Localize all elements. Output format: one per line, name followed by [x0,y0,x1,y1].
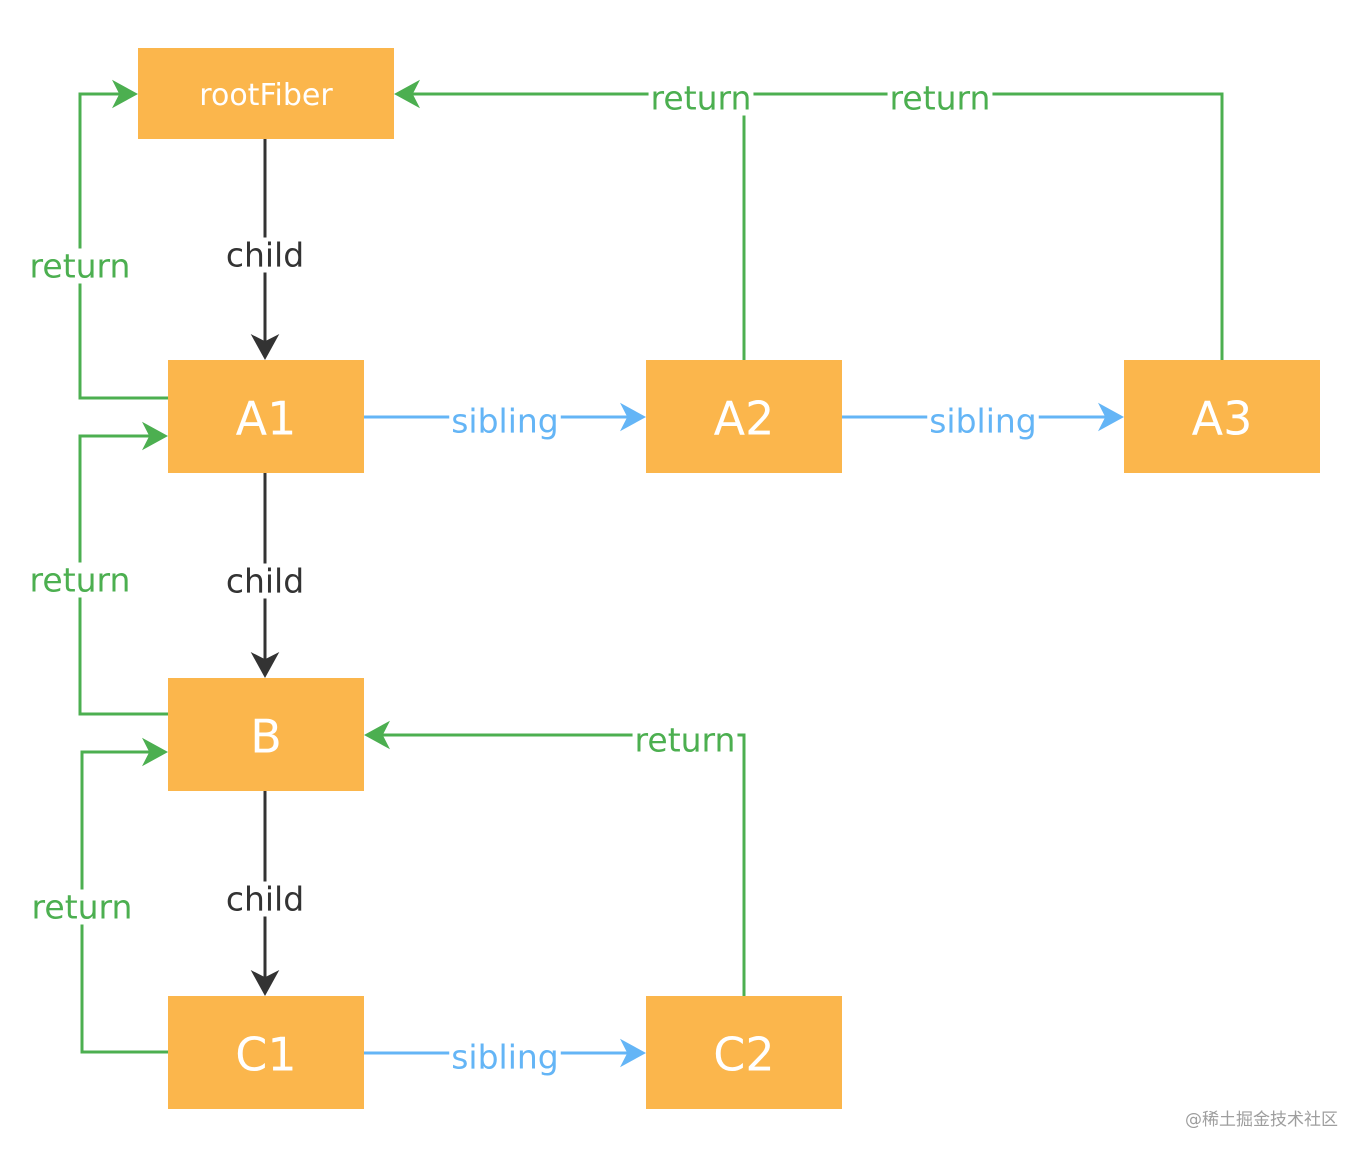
return-a1-root-label-bg [27,248,133,284]
child-b-c1-arrowhead [250,970,280,996]
child-root-a1-label: child [226,236,304,275]
return-c2-b-arrowhead [364,720,390,750]
sibling-c1-c2-label: sibling [451,1038,559,1077]
return-a1-root-arrowhead [112,79,138,109]
child-b-c1-label-bg [223,881,307,917]
node-C1: C1 [168,996,364,1109]
node-A3: A3 [1124,360,1320,473]
sibling-c1-c2-label-bg [449,1039,561,1075]
return-a2-root-arrowhead [394,79,420,109]
node-B-label: B [250,710,282,764]
node-A1: A1 [168,360,364,473]
child-root-a1-arrowhead [250,334,280,360]
node-A3-label: A3 [1192,392,1253,446]
sibling-a1-a2-arrowhead [620,402,646,432]
child-root-a1-label-group: child [223,236,307,275]
child-a1-b-arrowhead [250,652,280,678]
node-A2-label: A2 [714,392,775,446]
node-C2: C2 [646,996,842,1109]
child-a1-b-label-group: child [223,562,307,601]
node-rootFiber: rootFiber [138,48,394,139]
sibling-a2-a3-arrowhead [1098,402,1124,432]
return-c2-b-line [376,733,746,996]
return-a3-root-line [744,92,1224,360]
watermark: @稀土掘金技术社区 [1185,1110,1338,1130]
node-A3-box [1124,360,1320,473]
sibling-a2-a3-label-bg [927,403,1039,439]
return-a2-root-label-group: return [648,79,754,118]
return-a3-root-label-group: return [887,79,993,118]
return-b-a1-label-bg [27,562,133,598]
node-rootFiber-box [138,48,394,139]
return-a2-root-edge [394,79,746,360]
return-c1-b-label: return [32,888,133,927]
return-b-a1-label: return [30,561,131,600]
return-c2-b-label-bg [632,722,738,758]
return-a1-root-label-group: return [27,247,133,286]
node-A1-box [168,360,364,473]
return-b-a1-label-group: return [27,561,133,600]
return-c2-b-label: return [635,721,736,760]
return-a1-root-line [78,92,168,400]
node-A1-label: A1 [236,392,297,446]
sibling-a1-a2-label-group: sibling [449,402,561,441]
return-a3-root-label-bg [887,80,993,116]
sibling-a1-a2-label: sibling [451,402,559,441]
node-C2-box [646,996,842,1109]
sibling-a1-a2-label-bg [449,403,561,439]
return-a1-root-edge [78,79,168,400]
node-rootFiber-label: rootFiber [199,78,333,113]
node-C2-label: C2 [713,1028,774,1082]
child-a1-b-label-bg [223,563,307,599]
sibling-a2-a3-label: sibling [929,402,1037,441]
sibling-c1-c2-arrowhead [620,1038,646,1068]
node-A2: A2 [646,360,842,473]
child-a1-b-label: child [226,562,304,601]
child-b-c1-label: child [226,880,304,919]
node-A2-box [646,360,842,473]
node-B: B [168,678,364,791]
node-C1-box [168,996,364,1109]
return-c1-b-arrowhead [142,737,168,767]
return-c2-b-edge [364,720,746,996]
return-b-a1-arrowhead [142,421,168,451]
child-b-c1-label-group: child [223,880,307,919]
return-c2-b-label-group: return [632,721,738,760]
return-a2-root-label: return [651,79,752,118]
labels-layer: child child child sibling sibling sibling retu… [27,79,1039,1077]
node-C1-label: C1 [235,1028,296,1082]
sibling-c1-c2-label-group: sibling [449,1038,561,1077]
return-a2-root-label-bg [648,80,754,116]
child-root-a1-label-bg [223,237,307,273]
return-a3-root-edge [744,92,1224,360]
node-B-box [168,678,364,791]
return-a2-root-line [406,92,746,360]
return-c1-b-label-group: return [29,888,135,927]
return-c1-b-label-bg [29,889,135,925]
return-a1-root-label: return [30,247,131,286]
sibling-a2-a3-label-group: sibling [927,402,1039,441]
return-a3-root-label: return [890,79,991,118]
